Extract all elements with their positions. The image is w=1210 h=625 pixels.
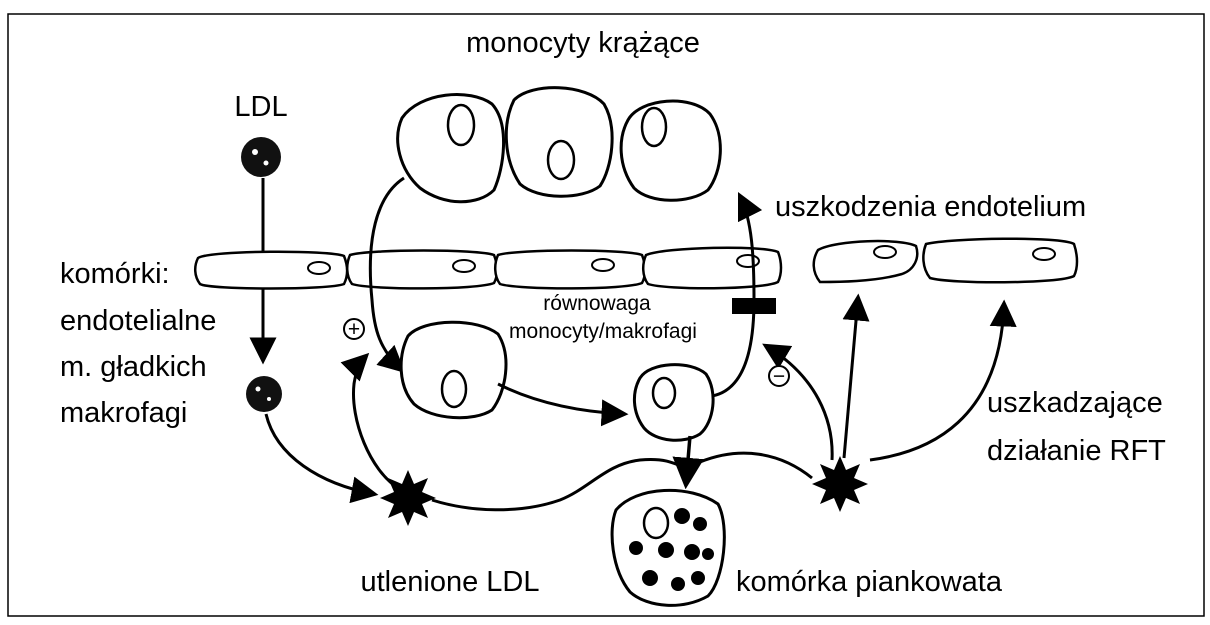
- intimal-ldl-particle: [246, 376, 282, 412]
- label-balance-1: równowaga: [543, 292, 651, 315]
- label-foam-cell: komórka piankowata: [736, 566, 1003, 598]
- arrow-rft-inhibit: [766, 346, 832, 460]
- arrow-oxldl-stimulation: [353, 356, 398, 488]
- monocyte-cell: [506, 88, 612, 197]
- macrophage: [634, 365, 713, 441]
- label-damaging-2: działanie RFT: [987, 435, 1166, 467]
- monocyte-cell: [621, 101, 720, 200]
- label-cells-title: komórki:: [60, 258, 170, 290]
- endothelial-cell: [495, 251, 645, 289]
- minus-sign: −: [773, 365, 785, 388]
- endothelium-layer: [195, 239, 1077, 289]
- damaged-endothelial-cell: [814, 241, 918, 282]
- arrow-rft-damage-2: [870, 304, 1004, 460]
- label-monocytes: monocyty krążące: [466, 27, 700, 59]
- label-cells-macrophages: makrofagi: [60, 397, 187, 429]
- inhibition-bar: [732, 298, 776, 314]
- circulating-monocytes: [398, 88, 721, 202]
- arrow-to-macrophage: [498, 384, 624, 414]
- label-cells-smooth: m. gładkich: [60, 351, 207, 383]
- arrow-to-foam-cell: [686, 436, 690, 484]
- label-oxidized-ldl: utlenione LDL: [361, 566, 540, 598]
- label-cells-endothelial: endotelialne: [60, 305, 216, 337]
- foam-cell: [612, 490, 724, 605]
- rft-particle: [812, 456, 868, 512]
- ldl-particle: [241, 137, 281, 177]
- label-ldl: LDL: [234, 91, 287, 123]
- monocyte-cell: [398, 95, 504, 202]
- plus-sign: +: [348, 318, 360, 341]
- label-balance-2: monocyty/makrofagi: [509, 320, 697, 343]
- label-damaging-1: uszkadzające: [987, 387, 1163, 419]
- intimal-monocyte: [401, 322, 506, 417]
- label-endothelial-damage: uszkodzenia endotelium: [775, 191, 1086, 223]
- link-macrophage-rft: [700, 453, 812, 478]
- arrow-rft-damage-1: [844, 298, 858, 458]
- damaged-endothelial-cell: [923, 239, 1077, 283]
- endothelial-cell: [643, 248, 781, 289]
- endothelial-cell: [195, 252, 347, 289]
- arrow-macrophage-exit: [712, 196, 754, 396]
